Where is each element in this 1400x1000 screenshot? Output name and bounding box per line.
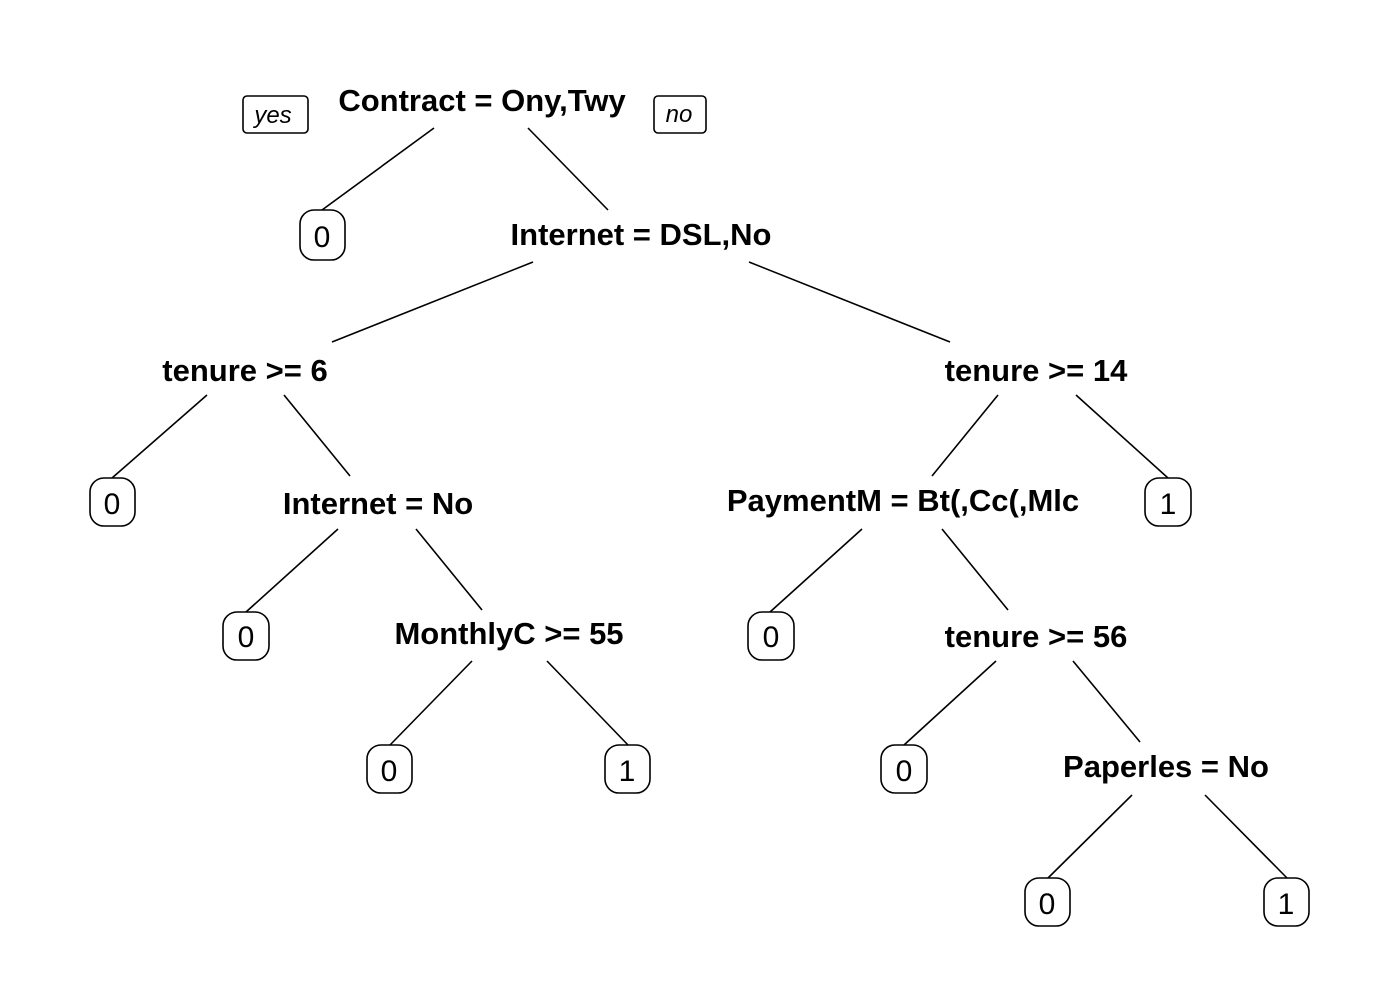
edge-payment-to-tenure56 <box>941 528 1009 611</box>
split-internet-dsl-no: Internet = DSL,No <box>511 217 772 252</box>
edge-root-to-leaf-0 <box>321 127 435 211</box>
leaf-box <box>366 744 413 794</box>
leaf-box <box>222 611 270 661</box>
leaf-monthly-no: 1 <box>604 744 651 794</box>
edge-paperless-to-leaf-1 <box>1204 794 1288 879</box>
edge-monthly-to-leaf-0 <box>389 660 473 746</box>
leaf-contract-yes: 0 <box>299 209 346 261</box>
edge-payment-to-leaf-0 <box>769 528 863 613</box>
no-tag-box <box>653 95 707 134</box>
leaf-box <box>1024 877 1071 927</box>
yes-tag: yes <box>242 95 309 134</box>
leaf-value: 0 <box>314 221 331 254</box>
leaf-box <box>747 611 795 661</box>
leaf-box <box>880 744 928 794</box>
split-internet-no: Internet = No <box>283 486 473 521</box>
leaf-value: 0 <box>104 488 121 521</box>
split-paperless: Paperles = No <box>1063 749 1269 784</box>
leaf-paperless-no: 1 <box>1263 877 1310 927</box>
leaf-payment-yes: 0 <box>747 611 795 661</box>
leaf-value: 0 <box>896 755 913 788</box>
edge-internetno-to-monthly <box>415 528 483 611</box>
leaf-box <box>89 477 136 527</box>
split-contract: Contract = Ony,Twy <box>338 83 626 118</box>
leaf-value: 0 <box>381 755 398 788</box>
split-nodes: Contract = Ony,Twy Internet = DSL,No ten… <box>162 83 1269 784</box>
no-tag-label: no <box>666 101 693 128</box>
split-tenure-14: tenure >= 14 <box>945 353 1128 388</box>
yes-tag-box <box>242 95 309 134</box>
split-tenure-56: tenure >= 56 <box>945 619 1128 654</box>
leaf-box <box>604 744 651 794</box>
edge-internet-to-tenure6 <box>331 261 534 343</box>
leaf-value: 1 <box>1278 888 1295 921</box>
leaf-value: 1 <box>1160 488 1177 521</box>
edge-paperless-to-leaf-0 <box>1047 794 1133 879</box>
split-payment-method: PaymentM = Bt(,Cc(,Mlc <box>727 483 1079 518</box>
edge-tenure56-to-leaf-0 <box>903 660 997 746</box>
edge-tenure6-to-leaf-0 <box>111 394 208 479</box>
leaf-value: 0 <box>238 621 255 654</box>
leaf-value: 1 <box>619 755 636 788</box>
edge-internetno-to-leaf-0 <box>245 528 339 613</box>
edge-tenure6-to-internetno <box>283 394 351 477</box>
edge-monthly-to-leaf-1 <box>546 660 629 746</box>
edge-tenure14-to-payment <box>931 394 999 477</box>
leaf-value: 0 <box>763 621 780 654</box>
split-tenure-6: tenure >= 6 <box>162 353 327 388</box>
leaf-tenure6-yes: 0 <box>89 477 136 527</box>
tree-edges <box>111 127 1288 879</box>
leaf-tenure14-no: 1 <box>1144 477 1192 527</box>
leaf-paperless-yes: 0 <box>1024 877 1071 927</box>
edge-tenure14-to-leaf-1 <box>1075 394 1169 479</box>
leaf-value: 0 <box>1039 888 1056 921</box>
leaf-internetno-yes: 0 <box>222 611 270 661</box>
edge-root-to-internet-split <box>527 127 609 211</box>
leaf-box <box>1144 477 1192 527</box>
split-monthly-charges: MonthlyC >= 55 <box>394 616 623 651</box>
leaf-monthly-yes: 0 <box>366 744 413 794</box>
leaf-box <box>299 209 346 261</box>
edge-tenure56-to-paperless <box>1072 660 1141 743</box>
edge-internet-to-tenure14 <box>748 261 951 343</box>
no-tag: no <box>653 95 707 134</box>
leaf-box <box>1263 877 1310 927</box>
leaf-tenure56-yes: 0 <box>880 744 928 794</box>
yes-tag-label: yes <box>252 102 291 129</box>
